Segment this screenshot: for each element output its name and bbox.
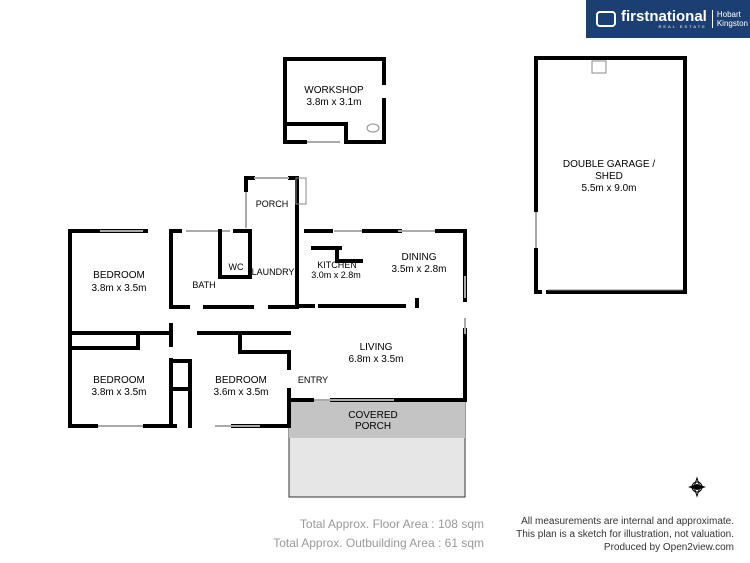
bedroom3-size: 3.6m x 3.5m bbox=[213, 387, 268, 398]
compass-icon bbox=[688, 476, 706, 498]
bedroom3-label: BEDROOM bbox=[215, 375, 267, 386]
kitchen-label: KITCHEN bbox=[317, 260, 357, 270]
covered-porch-label-1: COVERED bbox=[348, 410, 397, 421]
living-size: 6.8m x 3.5m bbox=[348, 354, 403, 365]
floor-area-total: Total Approx. Floor Area : 108 sqm bbox=[299, 517, 484, 531]
wc-label: WC bbox=[229, 262, 244, 272]
location-line2: Kingston bbox=[716, 19, 748, 28]
dining-label: DINING bbox=[402, 252, 437, 263]
garage-label-2: SHED bbox=[595, 171, 623, 182]
bath-label: BATH bbox=[192, 280, 215, 290]
porch-label: PORCH bbox=[256, 199, 289, 209]
disclaimer-line1: All measurements are internal and approx… bbox=[521, 516, 734, 527]
laundry-label: LAUNDRY bbox=[252, 267, 295, 277]
garage-size: 5.5m x 9.0m bbox=[581, 183, 636, 194]
bedroom2-size: 3.8m x 3.5m bbox=[91, 387, 146, 398]
workshop bbox=[283, 57, 386, 144]
bedroom1-label: BEDROOM bbox=[93, 270, 145, 281]
logo-mark-icon bbox=[596, 11, 616, 27]
dining-size: 3.5m x 2.8m bbox=[391, 264, 446, 275]
bedroom1-size: 3.8m x 3.5m bbox=[91, 283, 146, 294]
brand-logo: firstnational REAL ESTATE Hobart Kingsto… bbox=[586, 0, 750, 38]
location-line1: Hobart bbox=[716, 10, 741, 19]
kitchen-size: 3.0m x 2.8m bbox=[311, 270, 361, 280]
workshop-size: 3.8m x 3.1m bbox=[306, 97, 361, 108]
disclaimer: All measurements are internal and approx… bbox=[516, 515, 734, 554]
garage-label-1: DOUBLE GARAGE / bbox=[563, 159, 655, 170]
brand-name: firstnational bbox=[621, 7, 707, 25]
covered-porch-label-2: PORCH bbox=[355, 421, 391, 432]
outbuilding-area-total: Total Approx. Outbuilding Area : 61 sqm bbox=[273, 536, 484, 550]
disclaimer-line3: Produced by Open2view.com bbox=[603, 542, 734, 553]
entry-label: ENTRY bbox=[298, 375, 328, 385]
living-label: LIVING bbox=[360, 342, 393, 353]
brand-location: Hobart Kingston bbox=[711, 10, 748, 28]
workshop-label: WORKSHOP bbox=[304, 85, 364, 96]
main-house bbox=[68, 229, 467, 428]
double-garage bbox=[534, 56, 687, 294]
brand-tagline: REAL ESTATE bbox=[658, 23, 707, 29]
covered-porch-band bbox=[289, 400, 465, 438]
bedroom2-label: BEDROOM bbox=[93, 375, 145, 386]
disclaimer-line2: This plan is a sketch for illustration, … bbox=[516, 529, 734, 540]
rear-porch bbox=[244, 176, 307, 233]
